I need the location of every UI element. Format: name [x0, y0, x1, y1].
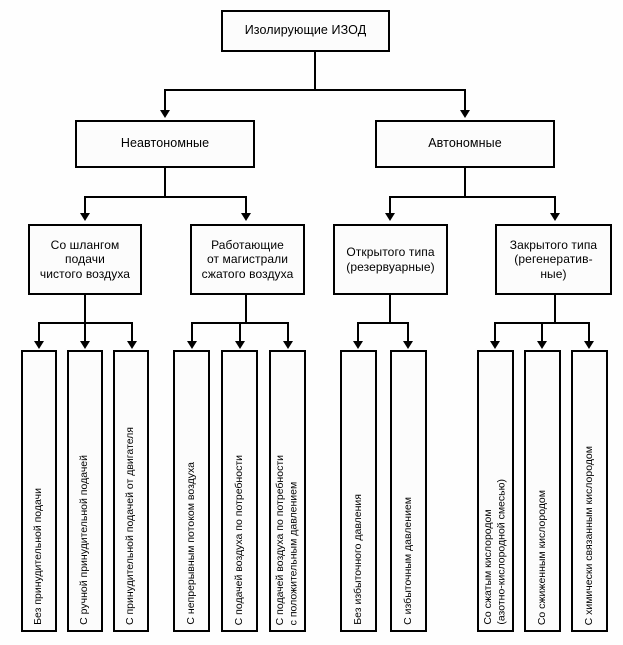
leaf-label: С химически связанным кислородом	[582, 445, 595, 625]
arrow-g1-1	[34, 341, 44, 349]
leaf-text-wrap: Без принудительной подачи	[23, 352, 55, 630]
leaf-text-wrap: С непрерывным потоком воздуха	[175, 352, 208, 630]
leaf-box: С ручной принудительной подачей	[67, 350, 103, 632]
node-level3-closed-type: Закрытого типа (регенератив- ные)	[495, 224, 612, 295]
connector-g3-drop-1	[357, 322, 359, 342]
leaf-box: С непрерывным потоком воздуха	[173, 350, 210, 632]
leaf-label: С непрерывным потоком воздуха	[184, 462, 197, 625]
leaf-box: С подачей воздуха по потребности с полож…	[269, 350, 306, 632]
connector-g4-stem	[554, 295, 556, 322]
node-level3-compressed-air-line: Работающие от магистрали сжатого воздуха	[190, 224, 305, 295]
connector-g3-bus	[357, 322, 409, 324]
node-label-line1: Работающие	[211, 237, 284, 252]
connector-l2right-bus	[389, 196, 556, 198]
leaf-label: С избыточным давлением	[401, 497, 414, 625]
arrow-l3-4	[550, 213, 560, 221]
connector-g1-drop-2	[84, 322, 86, 342]
connector-l2left-drop-1	[84, 196, 86, 214]
leaf-text-wrap: С подачей воздуха по потребности	[223, 352, 256, 630]
connector-g1-drop-3	[131, 322, 133, 342]
leaf-box: С принудительной подачей от двигателя	[113, 350, 149, 632]
arrow-l3-3	[385, 213, 395, 221]
connector-l2right-drop-2	[554, 196, 556, 214]
arrow-g1-3	[127, 341, 137, 349]
connector-g1-drop-1	[38, 322, 40, 342]
arrow-g2-3	[283, 341, 293, 349]
arrow-g2-2	[235, 341, 245, 349]
connector-g1-stem	[84, 295, 86, 322]
arrow-l3-1	[80, 213, 90, 221]
node-label-line2: от магистрали	[206, 252, 289, 267]
leaf-label: Со сжиженным кислородом	[535, 489, 548, 625]
leaf-box: Со сжиженным кислородом	[524, 350, 561, 632]
leaf-text-wrap: С ручной принудительной подачей	[69, 352, 101, 630]
leaf-text-wrap: С принудительной подачей от двигателя	[115, 352, 147, 630]
connector-g2-drop-3	[287, 322, 289, 342]
arrow-root-right	[460, 110, 470, 118]
node-label-line3: ные)	[540, 266, 567, 281]
connector-g2-drop-1	[191, 322, 193, 342]
leaf-label: С подачей воздуха по потребности	[232, 454, 245, 625]
connector-g2-stem	[245, 295, 247, 322]
leaf-label: С ручной принудительной подачей	[78, 455, 91, 625]
node-level3-open-type: Открытого типа (резервуарные)	[333, 224, 448, 295]
arrow-g4-3	[584, 341, 594, 349]
arrow-l3-2	[241, 213, 251, 221]
connector-root-stem	[314, 52, 316, 89]
node-label-line1: Со шлангом	[50, 237, 120, 252]
node-level2-autonomous: Автономные	[375, 120, 555, 168]
leaf-box: С избыточным давлением	[390, 350, 427, 632]
node-label-line2: подачи	[65, 252, 105, 267]
leaf-text-wrap: Со сжиженным кислородом	[526, 352, 559, 630]
leaf-box: Без избыточного давления	[340, 350, 377, 632]
leaf-label: Без принудительной подачи	[32, 488, 45, 625]
arrow-g3-2	[403, 341, 413, 349]
arrow-g3-1	[353, 341, 363, 349]
connector-l2left-bus	[84, 196, 247, 198]
leaf-text-wrap: Со сжатым кислородом (азотно-кислородной…	[479, 352, 512, 630]
arrow-g4-1	[490, 341, 500, 349]
leaf-text-wrap: С химически связанным кислородом	[573, 352, 606, 630]
leaf-box: Со сжатым кислородом (азотно-кислородной…	[477, 350, 514, 632]
leaf-label: Без избыточного давления	[351, 494, 364, 625]
leaf-label: Со сжатым кислородом (азотно-кислородной…	[481, 479, 508, 625]
arrow-root-left	[160, 110, 170, 118]
connector-root-bus	[164, 89, 466, 91]
leaf-text-wrap: С подачей воздуха по потребности с полож…	[271, 352, 304, 630]
leaf-box: Без принудительной подачи	[21, 350, 57, 632]
leaf-label: С подачей воздуха по потребности с полож…	[273, 454, 300, 625]
connector-g4-drop-1	[494, 322, 496, 342]
connector-l2left-drop-2	[245, 196, 247, 214]
connector-root-drop-right	[464, 89, 466, 111]
node-label-line1: Открытого типа	[346, 244, 435, 259]
leaf-text-wrap: Без избыточного давления	[342, 352, 375, 630]
node-label-line1: Закрытого типа	[509, 237, 598, 252]
node-level2-non-autonomous: Неавтономные	[75, 120, 255, 168]
node-level3-hose-clean-air: Со шлангом подачи чистого воздуха	[28, 224, 142, 295]
arrow-g4-2	[537, 341, 547, 349]
connector-g4-drop-2	[541, 322, 543, 342]
node-level1-root: Изолирующие ИЗОД	[221, 10, 390, 52]
arrow-g1-2	[80, 341, 90, 349]
node-label: Изолирующие ИЗОД	[244, 23, 367, 38]
connector-l2right-stem	[464, 168, 466, 196]
node-label-line3: сжатого воздуха	[201, 266, 294, 281]
leaf-text-wrap: С избыточным давлением	[392, 352, 425, 630]
node-label: Автономные	[428, 136, 502, 151]
leaf-label: С принудительной подачей от двигателя	[124, 426, 137, 625]
leaf-box: С химически связанным кислородом	[571, 350, 608, 632]
connector-g4-drop-3	[588, 322, 590, 342]
leaf-box: С подачей воздуха по потребности	[221, 350, 258, 632]
arrow-g2-1	[187, 341, 197, 349]
connector-l2left-stem	[164, 168, 166, 196]
node-label: Неавтономные	[120, 136, 210, 151]
connector-g2-drop-2	[239, 322, 241, 342]
connector-g3-stem	[389, 295, 391, 322]
connector-g3-drop-2	[407, 322, 409, 342]
node-label-line2: (регенератив-	[514, 252, 593, 267]
connector-l2right-drop-1	[389, 196, 391, 214]
node-label-line2: (резервуарные)	[346, 259, 435, 274]
connector-root-drop-left	[164, 89, 166, 111]
node-label-line3: чистого воздуха	[39, 266, 131, 281]
